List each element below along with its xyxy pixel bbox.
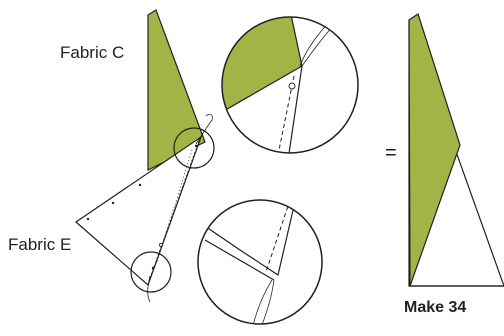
pin-dot: [194, 144, 198, 148]
detail-circle-bottom: [197, 199, 323, 325]
fabric-e-piece: [75, 135, 203, 287]
thread: [195, 113, 213, 145]
pin-dot: [86, 217, 90, 221]
detail-marker-bottom: [130, 251, 172, 293]
detail-marker-top: [173, 127, 215, 169]
pin-dot: [138, 183, 142, 187]
equals-sign: =: [385, 142, 397, 164]
pin-dot: [158, 242, 163, 247]
pin-dot: [111, 201, 115, 205]
fabric-c-label: Fabric C: [60, 43, 125, 62]
make-count-label: Make 34: [404, 299, 467, 316]
detail-circle-top: [221, 16, 359, 154]
thread: [147, 275, 151, 303]
fabric-c-piece: [147, 9, 206, 171]
seam-line: [149, 140, 200, 279]
fabric-e-label: Fabric E: [8, 235, 72, 254]
finished-unit: [408, 13, 504, 287]
pin-dot: [151, 266, 155, 270]
